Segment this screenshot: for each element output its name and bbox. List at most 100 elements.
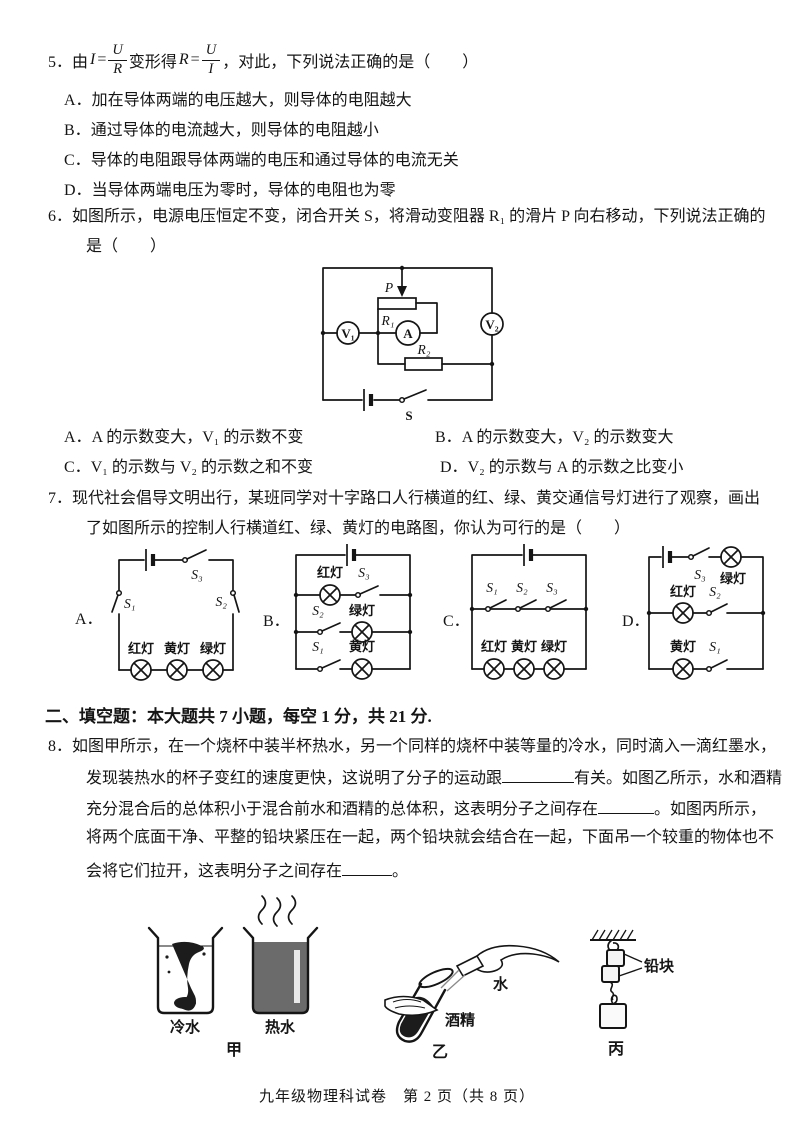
- q7-stem-line2: 了如图所示的控制人行横道红、绿、黄灯的电路图，你认为可行的是（ ）: [86, 520, 631, 537]
- test-tube-mouth: [418, 967, 454, 989]
- q8-line1: 8．如图甲所示，在一个烧杯中装半杯热水，另一个同样的烧杯中装等量的冷水，同时滴入…: [48, 738, 777, 755]
- rheostat-r1-label: R₁: [381, 313, 395, 328]
- switch-contact: [181, 556, 189, 564]
- lamp-icon: [483, 658, 505, 680]
- switch-s3-label: S₃: [358, 565, 370, 580]
- q5-option-c: C．导体的电阻跟导体两端的电压和通过导体的电流无关: [64, 152, 459, 169]
- q8-number: 8．: [48, 738, 73, 755]
- q5-eq1: =: [97, 51, 107, 68]
- green-lamp-label: 绿灯: [349, 603, 375, 618]
- switch-contact: [354, 591, 362, 599]
- battery-icon: [524, 544, 531, 566]
- q7-circuit-d-label: D．: [622, 613, 650, 630]
- switch-s2-label: S₂: [216, 594, 228, 609]
- voltmeter-v1-icon: [336, 321, 360, 345]
- switch-lever: [549, 599, 567, 609]
- switch-lever: [111, 594, 119, 613]
- small-cup: [455, 954, 485, 978]
- q6-circuit-diagram: S P R₁ V₁ A R₂ V₂: [320, 265, 504, 423]
- q5-stem-mid: 变形得: [128, 54, 177, 71]
- switch-s3-label: S₃: [191, 567, 203, 582]
- q7-circuit-d-diagram: S₃ 绿灯 红灯 S₂ 黄灯 S₁: [646, 545, 766, 680]
- q7-circuit-a-label: A．: [75, 611, 103, 628]
- alcohol-label: 酒精: [445, 1011, 475, 1029]
- slider-p-label: P: [384, 280, 393, 295]
- lamp-icon: [351, 658, 373, 680]
- figure-yi-caption: 乙: [432, 1044, 448, 1061]
- voltmeter-v1-label: V₁: [341, 326, 354, 341]
- q7-circuit-b-diagram: 红灯 S₃ S₂ 绿灯 S₁ 黄灯: [293, 545, 413, 680]
- switch-contact: [115, 589, 123, 597]
- r1-wires: [377, 302, 438, 334]
- ammeter-icon: [395, 320, 421, 346]
- switch-s1-label: S₁: [124, 596, 135, 611]
- switch-s1-label: S₁: [312, 639, 323, 654]
- q5-stem-post: ，对此，下列说法正确的是（ ）: [222, 54, 479, 71]
- q7-circuit-b-label: B．: [263, 613, 290, 630]
- switch-contact: [316, 628, 324, 636]
- beaker-outline: [242, 926, 319, 1015]
- switch-lever: [489, 599, 507, 609]
- switch-contact: [705, 665, 713, 673]
- water-label: 水: [493, 975, 509, 993]
- q5-option-b: B．通过导体的电流越大，则导体的电阻越小: [64, 122, 379, 139]
- steam-icon: [272, 897, 282, 927]
- switch-contact: [229, 589, 237, 597]
- water-stream: [440, 969, 460, 989]
- lead-block-label: 铅块: [644, 957, 675, 975]
- lamp-icon: [720, 546, 742, 568]
- lamp-icon: [319, 584, 341, 606]
- battery-icon: [663, 546, 670, 568]
- switch-lever: [321, 659, 341, 669]
- q7-circuit-c-label: C．: [443, 613, 470, 630]
- green-lamp-label: 绿灯: [541, 639, 567, 654]
- circuit-frame: [471, 554, 587, 670]
- lamp-icon: [130, 659, 152, 681]
- red-lamp-label: 红灯: [670, 584, 696, 599]
- steam-icon: [287, 895, 297, 925]
- red-lamp-label: 红灯: [128, 641, 154, 656]
- answer-blank-1: [502, 765, 575, 783]
- answer-blank-2: [598, 796, 655, 814]
- ink-blob: [174, 997, 196, 1009]
- yellow-lamp-label: 黄灯: [511, 639, 537, 654]
- switch-lever: [359, 585, 379, 595]
- ink-dot: [202, 952, 206, 956]
- switch-s-label: S: [405, 408, 412, 423]
- lamp-icon: [202, 659, 224, 681]
- green-lamp-label: 绿灯: [200, 641, 226, 656]
- q6-option-b: B．A 的示数变大，V₂ 的示数变大: [435, 429, 674, 446]
- circuit-frame: [118, 559, 234, 671]
- section2-header: 二、填空题：本大题共 7 小题，每空 1 分，共 21 分.: [45, 707, 432, 726]
- switch-s2-label: S₂: [709, 584, 721, 599]
- battery-icon: [364, 389, 371, 411]
- switch-contact: [398, 396, 406, 404]
- hot-water-label: 热水: [265, 1018, 296, 1036]
- figure-jia-caption: 甲: [226, 1041, 242, 1059]
- resistor-r2-label: R₂: [417, 342, 431, 357]
- junction-dot: [399, 265, 405, 271]
- switch-lever: [710, 603, 728, 613]
- q5-number: 5．: [48, 54, 73, 71]
- ink-streak: [172, 941, 204, 1011]
- beaker-outline: [147, 926, 224, 1015]
- test-tube-body: [395, 982, 447, 1043]
- lamp-icon: [166, 659, 188, 681]
- q8-figure-bing: 铅块 丙: [590, 929, 675, 1058]
- battery-icon: [146, 549, 153, 571]
- junction-dot: [489, 361, 495, 367]
- steam-icon: [257, 895, 267, 925]
- lead-block-1: [606, 949, 625, 967]
- ammeter-label: A: [403, 326, 413, 341]
- page-footer: 九年级物理科试卷 第 2 页（共 8 页）: [258, 1089, 535, 1105]
- q7-circuit-c-diagram: S₁ S₂ S₃ 红灯 黄灯 绿灯: [469, 544, 589, 680]
- voltmeter-v2-icon: [480, 312, 504, 336]
- ink-dot: [167, 970, 171, 974]
- finger-lines: [392, 999, 426, 1009]
- lamp-icon: [513, 658, 535, 680]
- switch-lever: [710, 659, 728, 669]
- q8-line2: 发现装热水的杯子变红的速度更快，这说明了分子的运动跟有关。如图乙所示，水和酒精: [86, 765, 782, 791]
